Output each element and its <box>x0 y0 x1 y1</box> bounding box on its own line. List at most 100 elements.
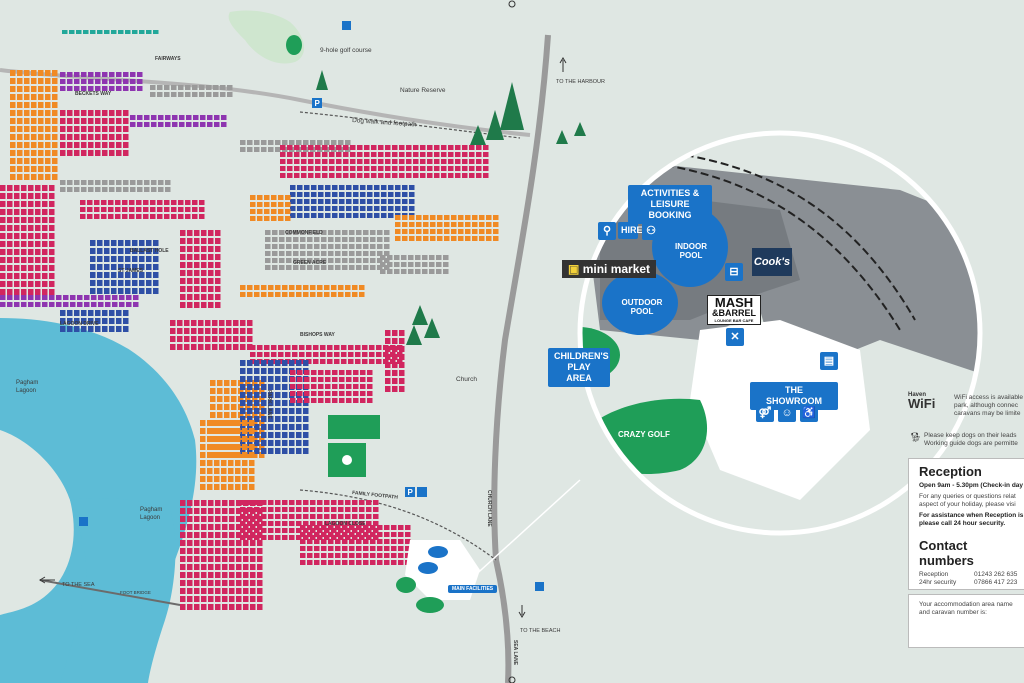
caravan-pitch <box>343 152 349 157</box>
caravan-pitch <box>296 514 302 519</box>
caravan-pitch <box>143 214 149 219</box>
caravan-pitch <box>444 229 450 234</box>
caravan-pitch <box>272 251 278 256</box>
caravan-pitch <box>254 448 260 454</box>
caravan-pitch <box>282 500 288 505</box>
caravan-pitch <box>249 444 255 450</box>
caravan-pitch <box>399 330 405 336</box>
caravan-pitch <box>194 500 200 506</box>
caravan-pitch <box>392 378 398 384</box>
green-acre-label: GREEN ACRE <box>293 260 327 266</box>
caravan-pitch <box>226 336 232 342</box>
caravan-pitch <box>250 588 256 594</box>
caravan-pitch <box>275 285 281 290</box>
caravan-pitch <box>275 521 281 526</box>
caravan-pitch <box>371 152 377 157</box>
caravan-pitch <box>243 596 249 602</box>
caravan-pitch <box>116 110 122 116</box>
caravan-pitch <box>261 376 267 382</box>
caravan-pitch <box>67 318 73 324</box>
caravan-pitch <box>10 126 16 132</box>
caravan-pitch <box>451 215 457 220</box>
caravan-pitch <box>378 159 384 164</box>
caravan-pitch <box>104 256 110 262</box>
hire-label: HIRE <box>618 222 643 239</box>
caravan-pitch <box>451 236 457 241</box>
caravan-pitch <box>52 78 58 84</box>
caravan-pitch <box>278 345 284 350</box>
caravan-pitch <box>184 344 190 350</box>
caravan-pitch <box>395 236 401 241</box>
caravan-pitch <box>208 604 214 610</box>
parking-icon <box>312 98 322 108</box>
caravan-pitch <box>31 78 37 84</box>
caravan-pitch <box>296 432 302 438</box>
caravan-pitch <box>318 377 324 382</box>
caravan-pitch <box>289 416 295 422</box>
caravan-pitch <box>397 359 403 364</box>
caravan-pitch <box>381 185 387 190</box>
caravan-pitch <box>252 404 258 410</box>
caravan-pitch <box>275 400 281 406</box>
caravan-pitch <box>194 262 200 268</box>
caravan-pitch <box>324 285 330 290</box>
caravan-pitch <box>444 215 450 220</box>
caravan-pitch <box>370 539 376 544</box>
caravan-pitch <box>35 225 41 231</box>
caravan-pitch <box>384 258 390 263</box>
caravan-pitch <box>317 285 323 290</box>
caravan-pitch <box>201 564 207 570</box>
caravan-pitch <box>472 222 478 227</box>
caravan-pitch <box>21 257 27 263</box>
caravan-pitch <box>7 209 13 215</box>
caravan-pitch <box>28 257 34 263</box>
caravan-pitch <box>356 258 362 263</box>
caravan-pitch <box>353 213 359 218</box>
caravan-pitch <box>444 222 450 227</box>
caravan-pitch <box>10 158 16 164</box>
caravan-pitch <box>469 152 475 157</box>
caravan-pitch <box>95 318 101 324</box>
caravan-pitch <box>356 237 362 242</box>
caravan-pitch <box>349 237 355 242</box>
caravan-pitch <box>200 420 206 426</box>
caravan-pitch <box>14 209 20 215</box>
caravan-pitch <box>215 500 221 506</box>
caravan-pitch <box>444 236 450 241</box>
caravan-pitch <box>150 214 156 219</box>
caravan-pitch <box>247 328 253 334</box>
caravan-pitch <box>370 265 376 270</box>
caravan-pitch <box>7 265 13 271</box>
caravan-pitch <box>362 345 368 350</box>
caravan-pitch <box>441 159 447 164</box>
caravan-pitch <box>289 500 295 505</box>
caravan-pitch <box>7 273 13 279</box>
atm-icon: ⊟ <box>725 263 743 281</box>
caravan-pitch <box>215 532 221 538</box>
caravan-pitch <box>42 217 48 223</box>
caravan-pitch <box>194 540 200 546</box>
caravan-pitch <box>67 134 73 140</box>
caravan-pitch <box>434 152 440 157</box>
caravan-pitch <box>303 448 309 454</box>
caravan-pitch <box>7 302 13 307</box>
caravan-pitch <box>90 272 96 278</box>
caravan-pitch <box>130 79 136 84</box>
caravan-pitch <box>268 392 274 398</box>
caravan-pitch <box>249 460 255 466</box>
caravan-pitch <box>409 229 415 234</box>
caravan-pitch <box>335 251 341 256</box>
caravan-pitch <box>192 214 198 219</box>
caravan-pitch <box>360 370 366 375</box>
caravan-pitch <box>217 452 223 458</box>
caravan-pitch <box>146 280 152 286</box>
caravan-pitch <box>265 230 271 235</box>
caravan-pitch <box>254 140 260 145</box>
caravan-pitch <box>194 588 200 594</box>
caravan-pitch <box>115 214 121 219</box>
caravan-pitch <box>357 152 363 157</box>
caravan-pitch <box>252 396 258 402</box>
caravan-pitch <box>308 166 314 171</box>
caravan-pitch <box>238 412 244 418</box>
caravan-pitch <box>346 370 352 375</box>
